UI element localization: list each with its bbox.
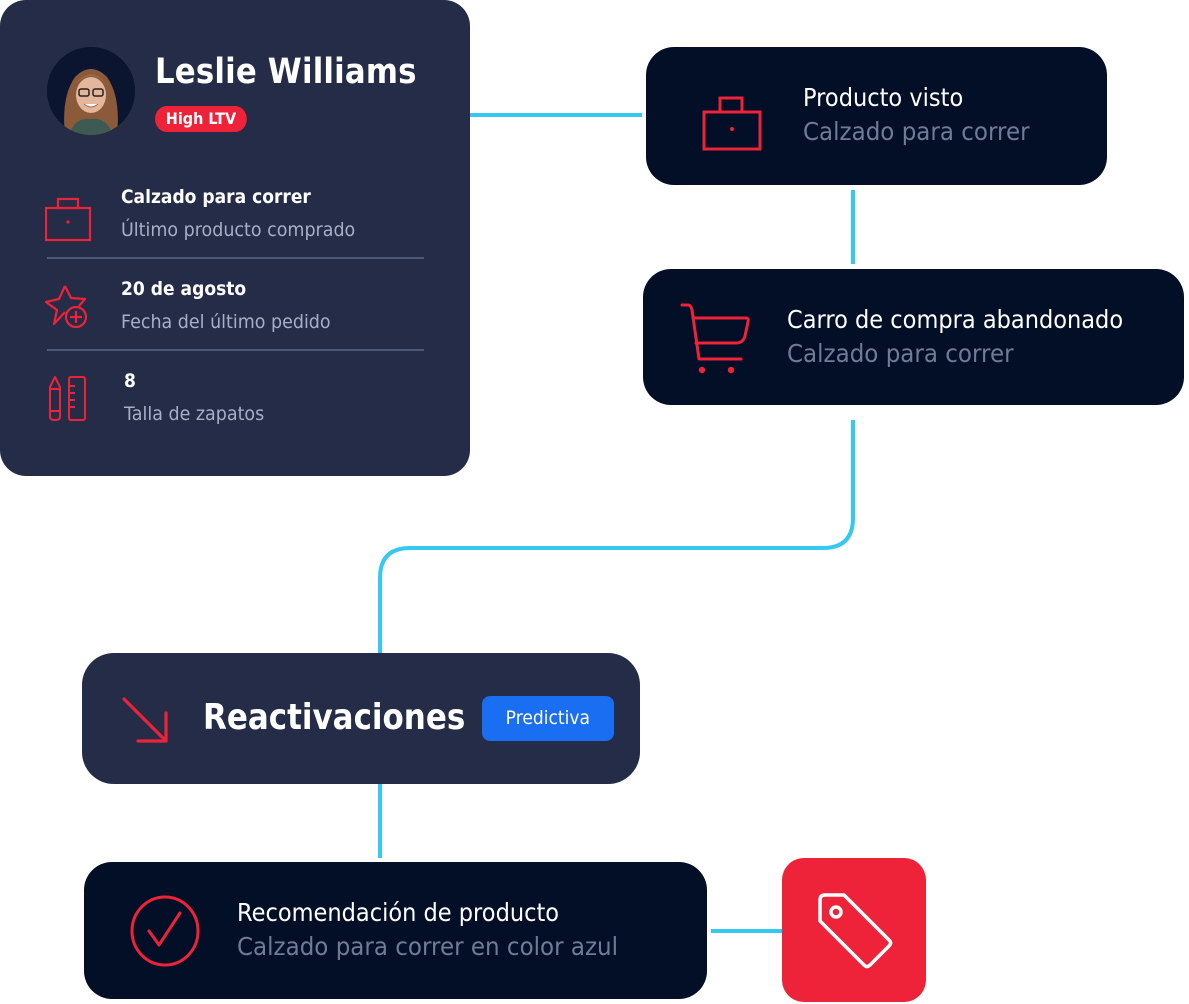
step-subtitle: Calzado para correr en color azul	[237, 932, 619, 961]
journey-step-abandoned-cart[interactable]: Carro de compra abandonado Calzado para …	[643, 269, 1184, 405]
attribute-last-product: Calzado para correr Último producto comp…	[45, 186, 425, 246]
customer-name: Leslie Williams	[155, 52, 417, 92]
step-subtitle: Calzado para correr	[803, 117, 1030, 146]
journey-step-product-viewed[interactable]: Producto visto Calzado para correr	[646, 47, 1107, 185]
attribute-label: Fecha del último pedido	[121, 311, 331, 333]
customer-profile-card: Leslie Williams High LTV Calzado para co…	[0, 0, 470, 476]
ltv-badge: High LTV	[155, 106, 247, 132]
predictive-badge: Predictiva	[482, 696, 614, 741]
pencil-ruler-icon	[49, 376, 86, 421]
journey-step-product-recommendation[interactable]: Recomendación de producto Calzado para c…	[84, 862, 707, 999]
avatar	[47, 47, 135, 135]
attribute-last-order-date: 20 de agosto Fecha del último pedido	[45, 278, 425, 338]
divider	[47, 349, 424, 351]
arrow-down-right-icon	[122, 697, 168, 743]
avatar-photo	[47, 47, 135, 135]
step-title: Recomendación de producto	[237, 898, 560, 927]
divider	[47, 257, 424, 259]
star-plus-icon	[45, 285, 88, 329]
attribute-label: Último producto comprado	[121, 219, 356, 241]
attribute-value: 8	[124, 370, 136, 392]
shopping-cart-icon	[680, 303, 750, 374]
journey-step-reactivations[interactable]: Reactivaciones Predictiva	[82, 653, 640, 784]
step-subtitle: Calzado para correr	[787, 339, 1014, 368]
attribute-value: 20 de agosto	[121, 278, 247, 300]
attribute-label: Talla de zapatos	[124, 403, 265, 425]
step-title: Reactivaciones	[203, 697, 466, 738]
shopping-bag-icon	[45, 197, 92, 242]
check-circle-icon	[130, 895, 200, 967]
step-title: Carro de compra abandonado	[787, 305, 1124, 334]
price-tag-tile[interactable]	[782, 858, 926, 1002]
shopping-bag-icon	[702, 96, 762, 151]
price-tag-icon	[818, 893, 893, 969]
attribute-shoe-size: 8 Talla de zapatos	[45, 370, 425, 430]
attribute-value: Calzado para correr	[121, 186, 311, 208]
step-title: Producto visto	[803, 83, 964, 112]
